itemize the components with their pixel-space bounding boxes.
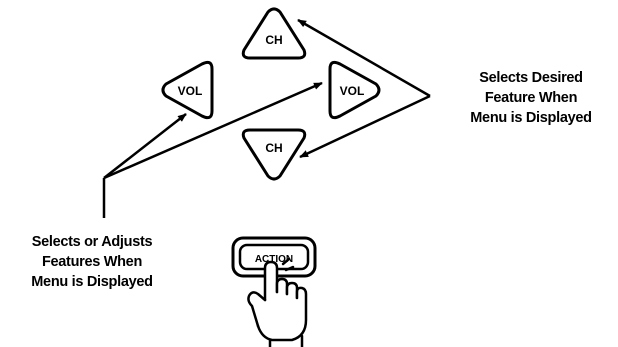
ch-up-button[interactable]: CH [241,7,307,60]
ch-down-label: CH [265,141,282,155]
leader-to-vol-left [103,113,187,179]
callout-right-line-2: Feature When [484,90,578,106]
action-label: ACTION [255,254,293,265]
callout-right-line-3: Menu is Displayed [470,110,592,126]
vol-left-button[interactable]: VOL [161,60,214,120]
callout-right-line-1: Selects Desired [479,70,583,86]
ch-down-button[interactable]: CH [241,128,307,181]
pointing-hand-icon [247,257,308,347]
callout-left-line-3: Menu is Displayed [31,274,153,290]
leader-to-ch-up [297,18,431,98]
callout-selects-or-adjusts: Selects or Adjusts Features When Menu is… [0,232,184,292]
leader-to-vol-right [103,81,323,180]
ch-up-label: CH [265,33,282,47]
callout-selects-desired-feature: Selects Desired Feature When Menu is Dis… [444,68,618,128]
callout-left-line-2: Features When [41,254,143,270]
right-callout-leaders [297,18,431,159]
vol-right-button[interactable]: VOL [328,60,381,120]
left-callout-leaders [102,81,323,218]
action-button[interactable]: ACTION [231,236,317,278]
vol-right-label: VOL [340,84,365,98]
leader-to-ch-down [299,94,431,159]
vol-left-label: VOL [178,84,203,98]
callout-left-line-1: Selects or Adjusts [31,234,153,250]
